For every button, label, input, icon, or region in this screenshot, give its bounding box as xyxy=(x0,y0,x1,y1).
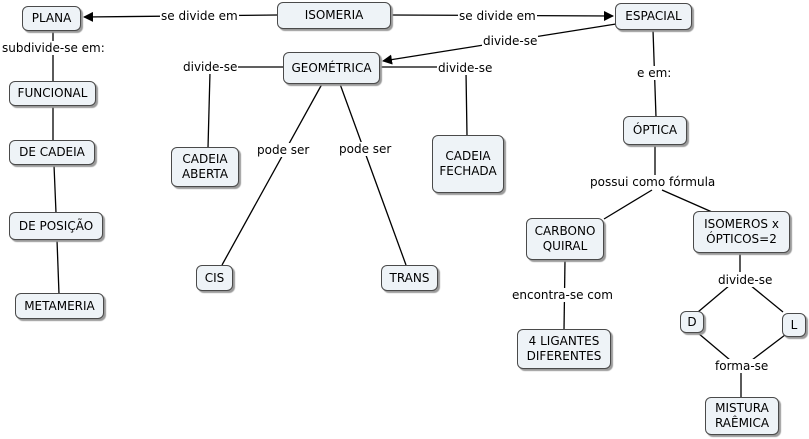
node-plana[interactable]: PLANA xyxy=(22,6,81,31)
label-forma-se: forma-se xyxy=(714,359,770,373)
label-divide-se-espacial: divide-se xyxy=(482,34,539,48)
label-divide-se-right: divide-se xyxy=(437,61,494,75)
node-optica[interactable]: ÓPTICA xyxy=(623,116,687,145)
node-metameria[interactable]: METAMERIA xyxy=(15,293,104,319)
label-se-divide-em-right: se divide em xyxy=(458,9,537,23)
line-divide-d xyxy=(697,284,731,313)
line-geometrica-trans xyxy=(339,83,407,266)
label-divide-se-optico: divide-se xyxy=(717,273,774,287)
node-de-cadeia[interactable]: DE CADEIA xyxy=(9,140,95,165)
line-deposicao-metameria xyxy=(56,239,60,295)
line-geometrica-cis xyxy=(221,83,323,266)
node-mistura-raemica[interactable]: MISTURA RAÊMICA xyxy=(705,397,779,435)
label-divide-se-left: divide-se xyxy=(182,60,239,74)
label-se-divide-em-left: se divide em xyxy=(160,9,239,23)
node-espacial[interactable]: ESPACIAL xyxy=(615,3,692,30)
line-l-forma xyxy=(751,334,786,361)
node-funcional[interactable]: FUNCIONAL xyxy=(9,81,96,106)
line-d-forma xyxy=(697,332,731,361)
node-carbono-quiral[interactable]: CARBONO QUIRAL xyxy=(526,218,604,260)
node-geometrica[interactable]: GEOMÉTRICA xyxy=(283,52,380,84)
node-4-ligantes[interactable]: 4 LIGANTES DIFERENTES xyxy=(517,329,611,369)
line-decadeia-deposicao xyxy=(53,164,57,214)
line-right-cadeiafechada xyxy=(465,71,468,137)
node-isomeria[interactable]: ISOMERIA xyxy=(277,2,391,29)
label-e-em: e em: xyxy=(636,66,673,80)
node-trans[interactable]: TRANS xyxy=(381,265,438,291)
label-encontra-se-com: encontra-se com xyxy=(511,288,614,302)
label-pode-ser-right: pode ser xyxy=(338,142,393,156)
label-pode-ser-left: pode ser xyxy=(256,143,311,157)
node-cadeia-aberta[interactable]: CADEIA ABERTA xyxy=(171,147,239,187)
label-subdivide-se-em: subdivide-se em: xyxy=(1,41,106,55)
node-de-posicao[interactable]: DE POSIÇÃO xyxy=(9,212,103,240)
line-possui-isomeros xyxy=(661,189,713,213)
line-divide-l xyxy=(749,284,784,313)
node-d[interactable]: D xyxy=(680,311,704,333)
line-left-cadeiaaberta xyxy=(207,71,211,149)
node-cadeia-fechada[interactable]: CADEIA FECHADA xyxy=(432,135,504,193)
label-possui-como-formula: possui como fórmula xyxy=(589,175,717,189)
line-possui-carbono xyxy=(603,189,653,220)
node-cis[interactable]: CIS xyxy=(196,265,233,291)
node-l[interactable]: L xyxy=(782,313,806,337)
node-isomeros-opticos[interactable]: ISOMEROS x ÓPTICOS=2 xyxy=(693,211,790,253)
